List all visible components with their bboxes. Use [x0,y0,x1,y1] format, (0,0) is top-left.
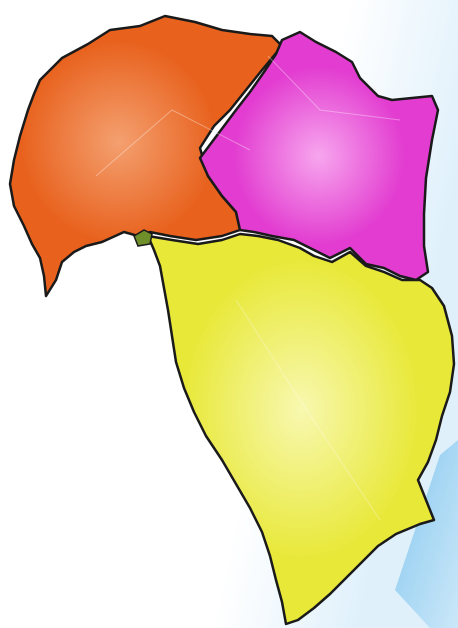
highlight-line-orange [95,109,251,177]
light-beam [395,440,458,628]
highlight-line-magenta [267,55,401,121]
region-magenta[interactable] [198,30,440,282]
region-orange[interactable] [8,14,284,298]
highlight-line-yellow [235,299,381,521]
junction-marker [133,229,153,247]
region-yellow[interactable] [146,232,456,626]
